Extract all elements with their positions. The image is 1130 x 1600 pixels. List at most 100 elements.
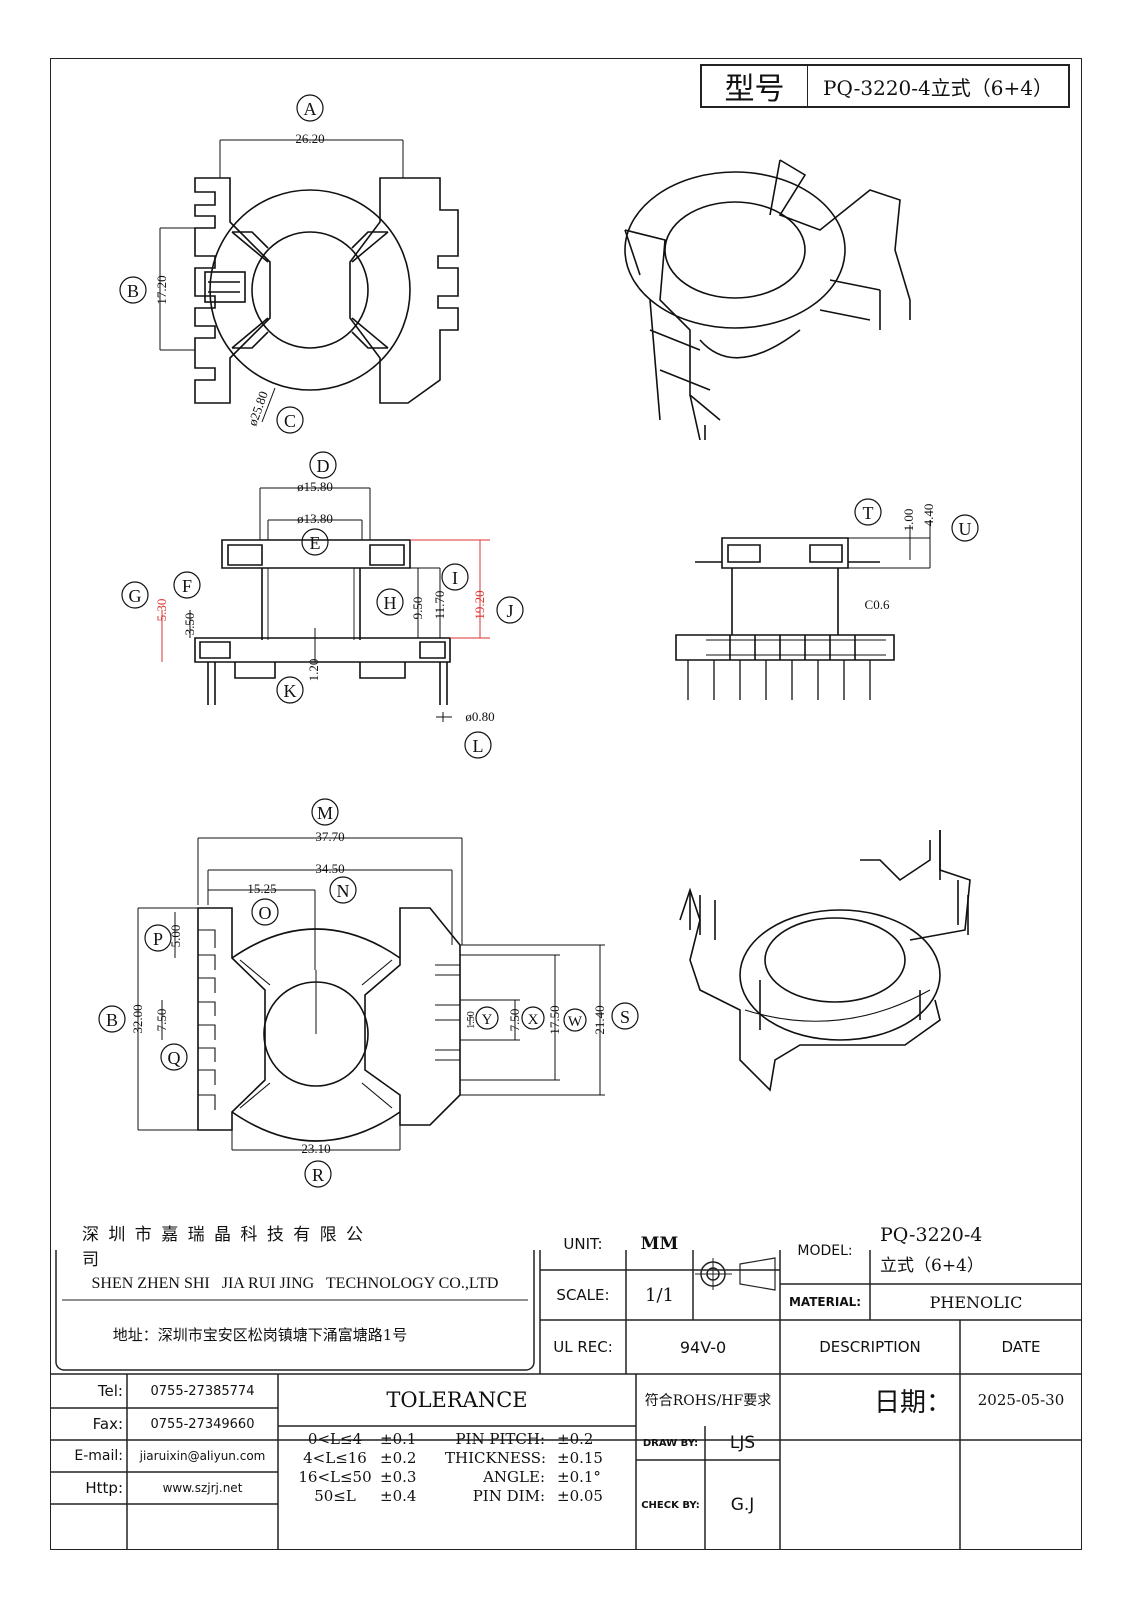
model-type-value: PQ-3220-4立式（6+4） [823, 75, 1053, 100]
front-view [121, 451, 524, 759]
tol-value: ±0.2 [380, 1449, 417, 1467]
scale-value: 1/1 [645, 1284, 674, 1306]
tol-value: ±0.15 [557, 1449, 603, 1467]
top-view [119, 94, 459, 434]
check-by-value: G.J [730, 1495, 755, 1515]
label-R: R [312, 1165, 324, 1185]
tol-name: PIN DIM: [472, 1487, 545, 1505]
tol-value: ±0.3 [380, 1468, 417, 1486]
label-O: O [259, 903, 272, 923]
model-label: MODEL: [797, 1243, 853, 1259]
label-X: X [528, 1012, 539, 1028]
dim-Y-value: 1.50 [466, 1011, 477, 1029]
model-title-box: 型号 PQ-3220-4立式（6+4） [700, 64, 1070, 108]
dim-R-value: 23.10 [301, 1141, 330, 1156]
tol-name: PIN PITCH: [455, 1430, 545, 1448]
label-Y: Y [482, 1012, 493, 1028]
ul-rec-value: 94V-0 [679, 1337, 727, 1357]
label-K: K [284, 681, 297, 701]
tel-label: Tel: [97, 1382, 123, 1400]
tol-value: ±0.4 [380, 1487, 417, 1505]
email-label: E-mail: [74, 1448, 123, 1464]
material-label: MATERIAL: [788, 1295, 862, 1309]
dim-E-value: ø13.80 [297, 511, 333, 526]
side-view [675, 498, 979, 700]
check-by-label: CHECK BY: [641, 1499, 700, 1511]
title-block-lines [50, 1250, 1082, 1550]
dim-I-value: 11.70 [432, 591, 447, 620]
dim-J-value: 19.20 [472, 590, 487, 619]
tol-value: ±0.1 [380, 1430, 417, 1448]
unit-value: MM [640, 1234, 679, 1254]
tol-range: 0<L≤4 [307, 1430, 363, 1448]
model-type-label: 型号 [702, 66, 808, 107]
dim-B-top-value: 17.20 [154, 275, 169, 304]
dim-W-value: 17.50 [547, 1005, 562, 1034]
unit-label: UNIT: [563, 1235, 603, 1253]
dim-U-value: 4.40 [921, 504, 936, 527]
ul-rec-label: UL REC: [553, 1338, 613, 1356]
fax-label: Fax: [92, 1415, 123, 1433]
dim-P-value: 5.00 [168, 925, 183, 948]
email-value[interactable]: jiaruixin@aliyun.com [139, 1449, 266, 1463]
label-J: J [506, 601, 513, 621]
label-B-top: B [127, 281, 139, 301]
dim-F-value: 3.50 [182, 613, 197, 636]
dim-A-value: 26.20 [295, 131, 324, 146]
label-T: T [863, 503, 874, 523]
dim-G-value: 5.30 [154, 599, 169, 622]
label-S: S [620, 1007, 630, 1027]
label-B-bottom: B [106, 1010, 118, 1030]
date-label: DATE [1001, 1338, 1041, 1356]
http-value[interactable]: www.szjrj.net [162, 1481, 243, 1495]
label-U: U [959, 519, 972, 539]
label-H: H [384, 593, 397, 613]
company-name-cn: 深 圳 市 嘉 瑞 晶 科 技 有 限 公 司 [82, 1225, 366, 1270]
isometric-view-top [624, 159, 911, 441]
tol-range: 4<L≤16 [303, 1449, 367, 1467]
tol-value: ±0.2 [557, 1430, 594, 1448]
model-value-line1: PQ-3220-4 [880, 1224, 983, 1246]
description-label: DESCRIPTION [819, 1338, 921, 1356]
label-D: D [317, 456, 330, 476]
company-name-en: SHEN ZHEN SHI JIA RUI JING TECHNOLOGY CO… [91, 1275, 499, 1292]
dim-T-value: 1.00 [901, 509, 916, 532]
label-W: W [568, 1014, 583, 1030]
tol-name: THICKNESS: [445, 1449, 547, 1467]
tol-value: ±0.1° [557, 1468, 601, 1486]
dim-D-value: ø15.80 [297, 479, 333, 494]
dim-L-value: ø0.80 [465, 709, 494, 724]
tolerance-others: PIN PITCH: ±0.2 THICKNESS: ±0.15 ANGLE: ±0.… [445, 1430, 635, 1506]
dim-K-value: 1.20 [306, 659, 321, 682]
tol-range: 16<L≤50 [298, 1468, 372, 1486]
label-M: M [317, 803, 333, 823]
draw-by-value: LJS [729, 1433, 756, 1453]
scale-label: SCALE: [556, 1286, 610, 1304]
dim-N-value: 34.50 [315, 861, 344, 876]
tolerance-ranges: 0<L≤4 ±0.1 4<L≤16 ±0.2 16<L≤50 ±0.3 50≤L ±0.… [290, 1430, 440, 1506]
tol-range: 50≤L [314, 1487, 356, 1505]
material-value: PHENOLIC [929, 1292, 1023, 1312]
rohs-compliance: 符合ROHS/HF要求 [644, 1393, 772, 1409]
tol-name: ANGLE: [483, 1468, 545, 1486]
dim-Q-value: 7.50 [154, 1009, 169, 1032]
technical-drawing: A 26.20 B 17.20 C ø25.80 [98, 94, 979, 1188]
draw-by-label: DRAW BY: [642, 1437, 699, 1449]
fax-value[interactable]: 0755-27349660 [150, 1416, 255, 1432]
isometric-view-bottom [679, 830, 971, 1092]
label-G: G [129, 586, 142, 606]
tel-value[interactable]: 0755-27385774 [150, 1383, 255, 1399]
tol-value: ±0.05 [557, 1487, 603, 1505]
label-I: I [452, 568, 458, 588]
bottom-view [98, 798, 639, 1188]
dim-H-value: 9.50 [410, 597, 425, 620]
label-A: A [304, 99, 317, 119]
label-L: L [473, 736, 484, 756]
date-value: 2025-05-30 [977, 1391, 1065, 1409]
dim-O-value: 15.25 [247, 881, 276, 896]
dim-S-value: 21.40 [592, 1005, 607, 1034]
dim-B-bottom-value: 32.00 [130, 1004, 145, 1033]
label-E: E [310, 533, 321, 553]
label-C: C [284, 411, 296, 431]
company-address: 地址：深圳市宝安区松岗镇塘下涌富塘路1号 [112, 1325, 408, 1344]
